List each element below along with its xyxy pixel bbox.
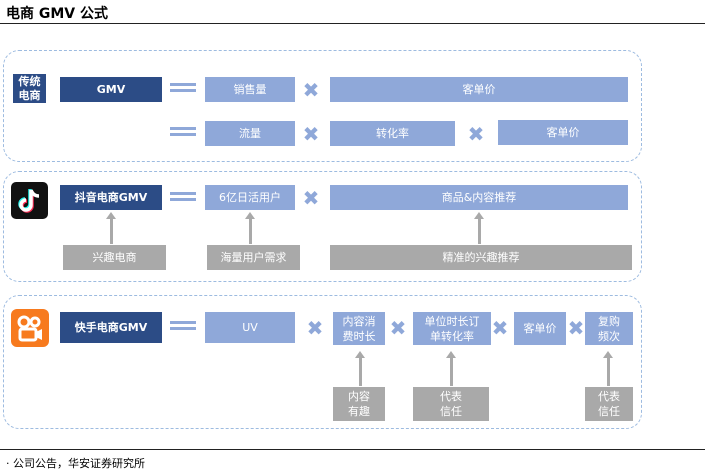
top-rule (0, 23, 705, 24)
traffic-box: 流量 (205, 121, 295, 146)
kuaishou-logo-icon (11, 309, 49, 347)
up-arrow (106, 212, 116, 244)
precise-recommend-box: 精准的兴趣推荐 (330, 245, 632, 270)
order-conversion-box: 单位时长订 单转化率 (413, 312, 491, 345)
unit-price-box-2: 客单价 (498, 120, 628, 145)
multiply-icon: ✖ (302, 185, 320, 210)
source-note: · 公司公告，华安证券研究所 (6, 457, 145, 470)
up-arrow (446, 351, 456, 386)
up-arrow (474, 212, 484, 244)
up-arrow (603, 351, 613, 386)
content-time-box: 内容消 费时长 (333, 312, 385, 345)
user-demand-box: 海量用户需求 (207, 245, 300, 270)
equals-icon (170, 189, 196, 204)
gmv-box: GMV (60, 77, 162, 102)
bottom-rule (0, 449, 705, 450)
trust-box: 代表 信任 (413, 387, 489, 421)
content-recommend-box: 商品&内容推荐 (330, 185, 628, 210)
daily-active-users-box: 6亿日活用户 (205, 185, 295, 210)
interest-ecommerce-box: 兴趣电商 (63, 245, 166, 270)
multiply-icon: ✖ (389, 316, 407, 340)
multiply-icon: ✖ (567, 316, 585, 340)
multiply-icon: ✖ (306, 316, 324, 340)
unit-price-box-3: 客单价 (514, 312, 566, 345)
interesting-content-box: 内容 有趣 (333, 387, 385, 421)
repurchase-box: 复购 频次 (585, 312, 633, 345)
multiply-icon: ✖ (467, 121, 485, 146)
trust-box-2: 代表 信任 (585, 387, 633, 421)
equals-icon (170, 318, 196, 333)
equals-icon (170, 124, 196, 139)
kuaishou-gmv-box: 快手电商GMV (60, 312, 162, 343)
up-arrow (355, 351, 365, 386)
traditional-label: 传统 电商 (13, 74, 46, 103)
up-arrow (245, 212, 255, 244)
equals-icon (170, 80, 196, 95)
uv-box: UV (205, 312, 295, 343)
multiply-icon: ✖ (302, 77, 320, 102)
sales-volume-box: 销售量 (205, 77, 295, 102)
panel-traditional (3, 50, 642, 162)
page-title: 电商 GMV 公式 (6, 6, 109, 22)
tiktok-logo-icon (11, 182, 48, 219)
douyin-gmv-box: 抖音电商GMV (60, 185, 162, 210)
unit-price-box: 客单价 (330, 77, 628, 102)
multiply-icon: ✖ (302, 121, 320, 146)
multiply-icon: ✖ (491, 316, 509, 340)
conversion-rate-box: 转化率 (330, 121, 455, 146)
